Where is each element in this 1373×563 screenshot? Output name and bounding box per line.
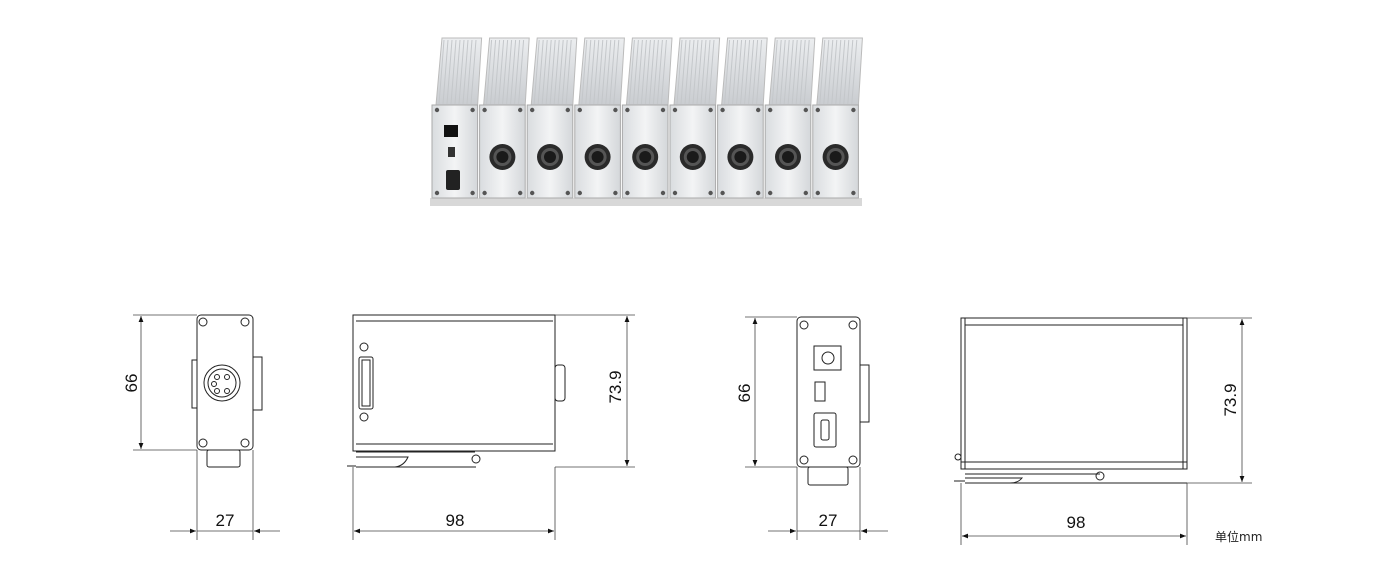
- screw-icon: [198, 317, 250, 448]
- module-side-view: 73.9 98: [347, 314, 635, 540]
- connector-module: [574, 37, 625, 199]
- width-dimension: 27: [216, 511, 235, 530]
- height-dimension: 73.9: [1221, 383, 1240, 416]
- unit-label: 单位mm: [1215, 529, 1262, 544]
- connector-module: [764, 37, 816, 199]
- screw-icon: [799, 320, 858, 465]
- length-dimension: 98: [1067, 513, 1086, 532]
- power-jack-icon: [444, 125, 458, 137]
- power-jack-icon: [813, 345, 842, 371]
- controller-side-view: 73.9 98: [954, 317, 1252, 545]
- connector-module: [812, 37, 863, 199]
- height-dimension: 66: [735, 384, 754, 403]
- connector-module: [717, 37, 768, 199]
- module-end-view: 66 27: [122, 314, 280, 540]
- controller-end-view: 66 27: [735, 316, 888, 540]
- connector-module: [526, 37, 578, 199]
- round-connector-icon: [203, 364, 241, 402]
- connector-module: [669, 37, 721, 199]
- length-dimension: 98: [446, 511, 465, 530]
- control-module: [431, 37, 483, 199]
- firewire-port-icon: [813, 412, 837, 448]
- connector-module: [479, 37, 530, 199]
- usb-port-icon: [814, 381, 826, 402]
- product-photo: [430, 37, 863, 206]
- height-dimension: 73.9: [606, 370, 625, 403]
- connector-module: [621, 37, 673, 199]
- height-dimension: 66: [122, 374, 141, 393]
- width-dimension: 27: [819, 511, 838, 530]
- usb-port-icon: [448, 147, 455, 157]
- firewire-port-icon: [446, 170, 460, 190]
